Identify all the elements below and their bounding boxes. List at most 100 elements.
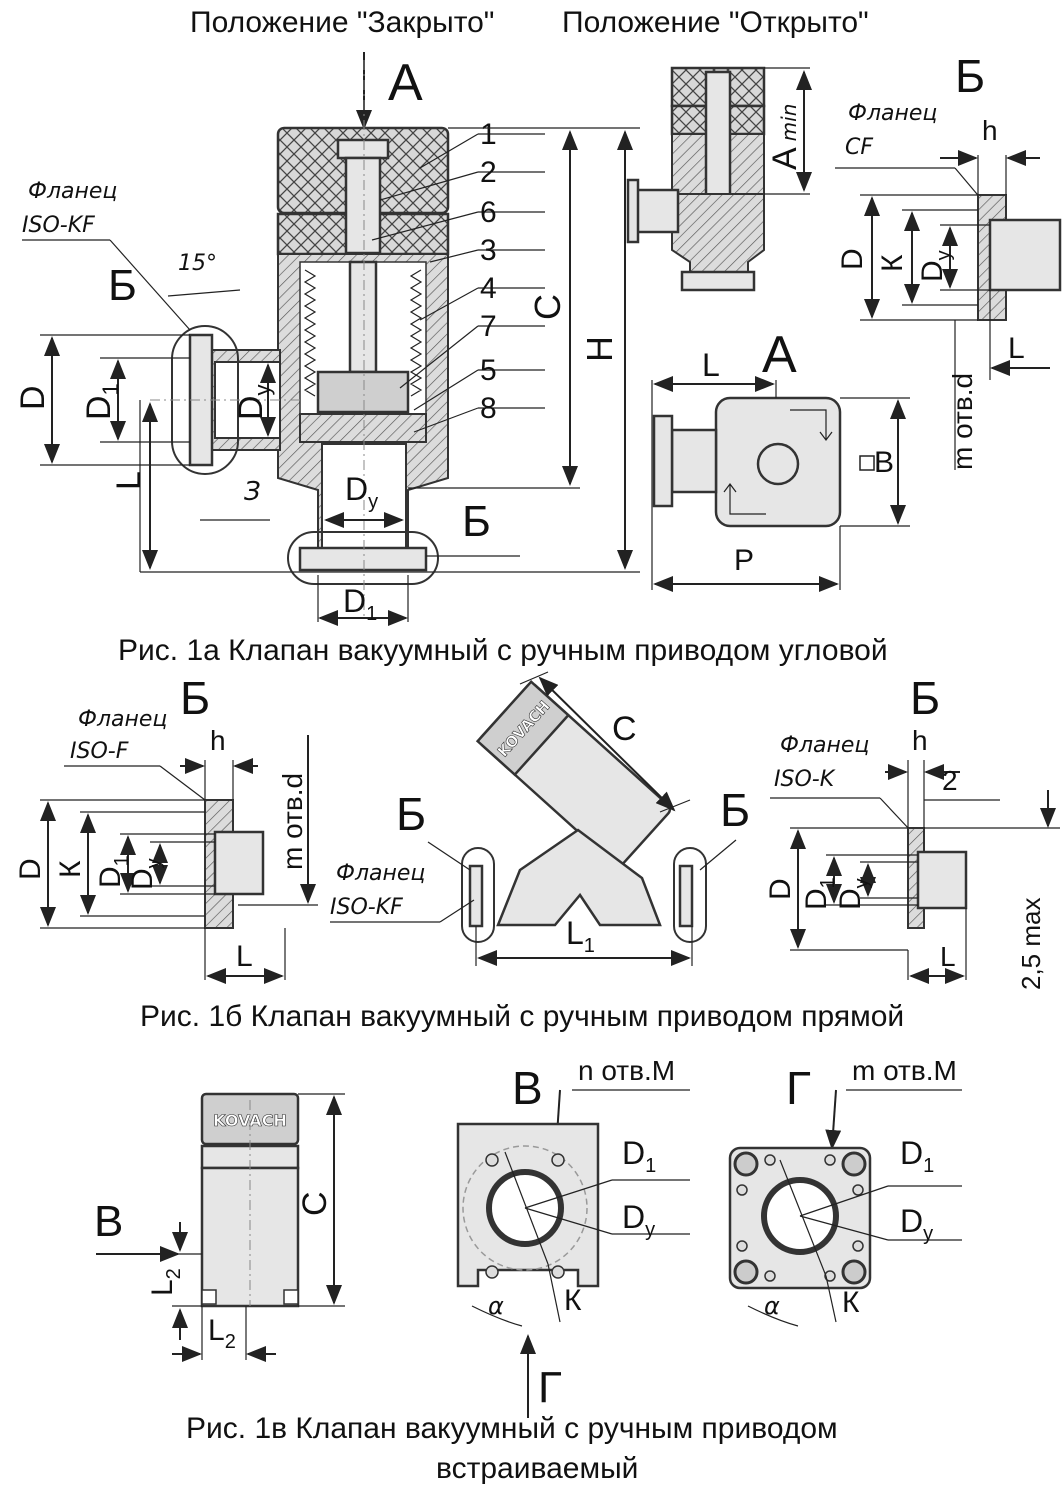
dim-L-iso-f: L [236, 940, 253, 973]
part-number-8: 8 [480, 392, 497, 425]
dim-C-1a: С [527, 294, 568, 320]
dim-h-iso-f: h [210, 725, 226, 756]
fig1b-caption: Рис. 1б Клапан вакуумный с ручным привод… [140, 1000, 904, 1033]
dim-h-iso-k: h [912, 725, 928, 756]
fig1a-section-b-marker: Б [108, 261, 137, 310]
dim-D1-iso-f: D1 [94, 855, 133, 888]
dim-L1-1b: L1 [566, 915, 595, 957]
open-position-label: Положение "Открыто" [562, 6, 869, 39]
dim-D1-bottom-1a: D1 [343, 583, 377, 625]
dim-K-view-g: К [842, 1286, 860, 1319]
fig1b-b-marker-center-left: Б [396, 788, 426, 840]
dim-two-iso-k: 2 [942, 765, 958, 796]
dim-D-iso-f: D [14, 858, 47, 880]
dim-m-otv-cf: m отв.d [947, 373, 978, 470]
dim-D-cf: D [836, 248, 869, 270]
fig1a-angle-valve-section: А [14, 52, 640, 626]
dim-Dy-bottom-1a: Dy [345, 471, 378, 513]
part-number-4: 4 [480, 272, 497, 305]
open-position-view: Аmin [626, 66, 812, 292]
fig1v-view-v-marker: В [512, 1062, 543, 1114]
dim-D-iso-k: D [764, 878, 797, 900]
n-otv-label: n отв.M [578, 1055, 675, 1086]
dim-L2-horizontal: L2 [208, 1314, 236, 1353]
dim-z-1a: З [244, 477, 261, 507]
dim-Dy-cf: Dy [916, 250, 955, 282]
dim-L2-vertical: L2 [146, 1268, 185, 1296]
closed-position-label: Положение "Закрыто" [190, 6, 494, 39]
part-number-5: 5 [480, 354, 497, 387]
fig1v-caption-line2: встраиваемый [436, 1452, 638, 1485]
dim-L-iso-k: L [940, 941, 956, 972]
fig1a-caption: Рис. 1а Клапан вакуумный с ручным привод… [118, 634, 888, 667]
dim-K-cf: К [876, 254, 909, 272]
dim-D1-view-g: D1 [900, 1135, 934, 1177]
dim-D1-1a: D1 [80, 383, 123, 420]
dim-P-top: P [734, 544, 754, 577]
angle-15-label: 15° [178, 251, 217, 276]
dim-h-cf: h [982, 115, 998, 146]
dim-Dy-side-1a: Dy [232, 384, 275, 420]
valve-plate [316, 370, 410, 414]
fig1v-view-g-marker-arrow: Г [538, 1363, 562, 1412]
dim-max-iso-k: 2,5 max [1016, 898, 1046, 991]
dim-L-1a: L [110, 471, 148, 490]
fig1v-view-v-marker-left: В [94, 1197, 123, 1246]
straight-valve-body [496, 828, 662, 927]
fig1b-b-marker-left: Б [180, 672, 210, 724]
dim-Dy-iso-k: Dy [834, 878, 873, 910]
fig1v-view-v: В n отв.M D1 Dy К α Г [456, 1055, 690, 1418]
fig1v-view-g-marker: Г [786, 1062, 811, 1114]
dim-A-min: Аmin [766, 104, 804, 170]
dim-D1-view-v: D1 [622, 1135, 656, 1177]
fig1v-caption-line1: Рис. 1в Клапан вакуумный с ручным привод… [186, 1412, 838, 1445]
dim-a-view-g: α [764, 1292, 780, 1320]
fig1a-view-a-marker: А [388, 54, 423, 112]
dim-B-top: В [874, 446, 894, 479]
dim-H-1a: Н [579, 336, 620, 362]
dim-K-view-v: К [564, 1284, 582, 1317]
dim-a-view-v: α [488, 1292, 504, 1320]
view-b-marker-top: Б [955, 50, 985, 102]
handwheel-hub [336, 138, 390, 160]
valve-seat [299, 413, 427, 443]
part-number-7: 7 [480, 310, 497, 343]
bottom-flange-highlight [287, 531, 439, 585]
fig1b-b-marker-center-right: Б [720, 784, 750, 836]
dim-C-1b: С [612, 710, 637, 748]
view-a-marker: А [762, 326, 797, 384]
part-number-3: 3 [480, 234, 497, 267]
part-number-2: 2 [480, 156, 497, 189]
dim-Dy-view-g: Dy [900, 1203, 933, 1245]
actuator-knob [756, 442, 800, 486]
bottom-flange [298, 546, 428, 572]
dim-K-iso-f: К [54, 860, 87, 878]
fig1b-b-marker-right: Б [910, 672, 940, 724]
dim-L-top: L [702, 347, 720, 383]
inner-stem [348, 260, 378, 374]
part-number-6: 6 [480, 196, 497, 229]
fig1a-section-b-bottom-marker: Б [462, 497, 491, 546]
dim-Dy-view-v: Dy [622, 1199, 655, 1241]
fig1v-view-g: Г m отв.M D1 Dy К α [728, 1055, 962, 1327]
dim-D-1a: D [14, 385, 52, 410]
fig1v-built-in-valve: KOVACH С В L2 L2 [94, 1092, 345, 1362]
square-symbol [859, 455, 875, 471]
dim-Dy-iso-f: Dy [126, 858, 165, 890]
dim-C-1v: С [296, 1191, 334, 1216]
m-otv-label: m отв.M [852, 1055, 957, 1086]
dim-m-otv-iso-f: m отв.d [277, 773, 308, 870]
dim-D1-iso-k: D1 [800, 877, 839, 910]
view-a-top: А L В P [651, 326, 910, 592]
part-number-1: 1 [480, 118, 497, 151]
